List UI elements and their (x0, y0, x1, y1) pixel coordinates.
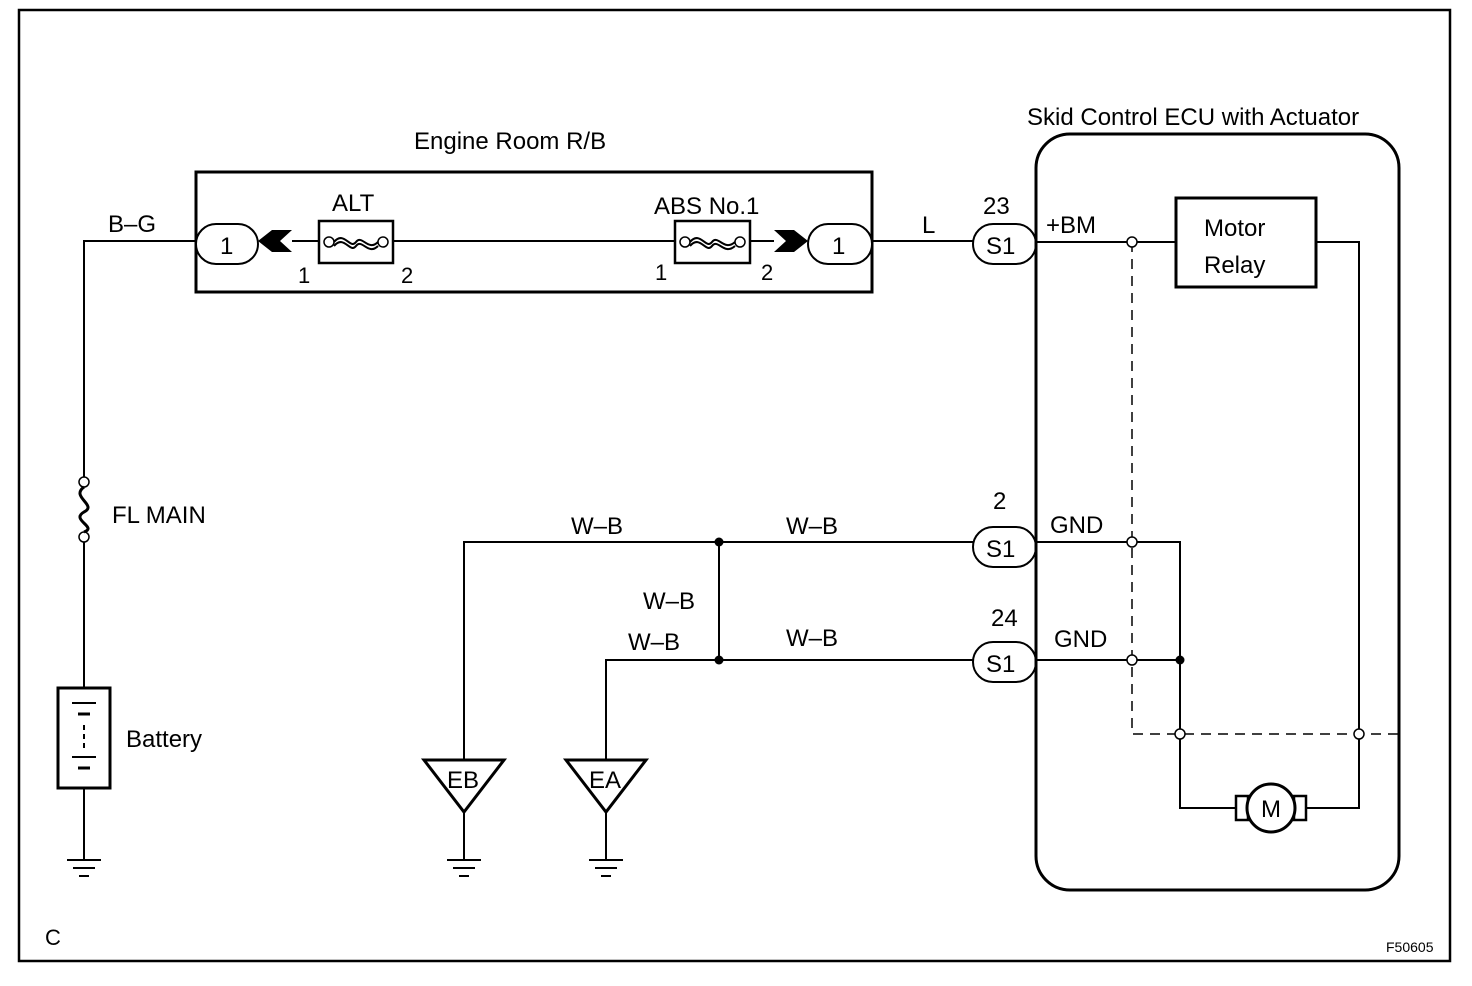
wire-label-wb-eb: W–B (571, 513, 623, 540)
terminal-node (1126, 236, 1138, 248)
alt-fuse-pin-2: 2 (401, 263, 413, 288)
eb-ground-label: EB (447, 767, 479, 794)
ground-icon (589, 859, 623, 877)
relay-block-title: Engine Room R/B (414, 128, 606, 155)
battery-icon (56, 686, 112, 790)
ea-ground-point-icon (562, 758, 650, 815)
s1-gnd2-connector-label: S1 (986, 651, 1015, 678)
ground-icon (447, 859, 481, 877)
alt-fuse-icon (317, 219, 395, 265)
ground-wires (463, 541, 973, 860)
alt-fuse-label: ALT (332, 190, 375, 217)
wire-label-wb-vertical: W–B (643, 588, 695, 615)
battery-label: Battery (126, 726, 202, 753)
abs-fuse-label: ABS No.1 (654, 193, 759, 220)
s1-gnd1-connector-label: S1 (986, 536, 1015, 563)
s1-gnd1-pin: 2 (993, 488, 1006, 515)
terminal-bm: +BM (1046, 212, 1096, 239)
abs-fuse-pin-2: 2 (761, 260, 773, 285)
s1-gnd2-pin: 24 (991, 605, 1018, 632)
motor-relay-label-1: Motor (1204, 215, 1265, 242)
rb-right-arrow-icon (774, 230, 808, 252)
wire-label-wb-top: W–B (786, 513, 838, 540)
wire-label-l: L (922, 212, 935, 239)
terminal-node (1126, 654, 1138, 666)
engine-room-rb-box (194, 170, 874, 294)
splice-dot (714, 537, 724, 547)
corner-letter: C (45, 925, 61, 950)
rb-right-connector-pin: 1 (832, 233, 845, 260)
ground-icon (67, 859, 101, 877)
splice-dot (1175, 655, 1185, 665)
terminal-gnd-2: GND (1054, 626, 1107, 653)
fl-main-fuse-icon (78, 476, 90, 543)
wire-label-wb-ea: W–B (628, 629, 680, 656)
terminal-node (1126, 536, 1138, 548)
s1-bm-pin: 23 (983, 193, 1010, 220)
motor-label: M (1261, 796, 1281, 823)
motor-icon: M (1234, 782, 1308, 834)
abs-fuse-pin-1: 1 (655, 260, 667, 285)
alt-fuse-pin-1: 1 (298, 263, 310, 288)
diagram-frame (17, 8, 1452, 963)
terminal-node (1174, 728, 1186, 740)
terminal-gnd-1: GND (1050, 512, 1103, 539)
figure-code: F50605 (1386, 939, 1434, 955)
rb-left-arrow-icon (258, 230, 292, 252)
ecu-dashed-boundary (1131, 242, 1399, 735)
terminal-node (1353, 728, 1365, 740)
ecu-box (1034, 132, 1401, 892)
rb-left-connector-pin: 1 (220, 233, 233, 260)
eb-ground-point-icon (420, 758, 508, 815)
wire-label-b-g: B–G (108, 211, 156, 238)
rb-left-connector (195, 223, 259, 265)
motor-relay-box (1174, 196, 1318, 289)
abs-fuse-icon (673, 219, 752, 265)
rb-right-connector (807, 223, 873, 265)
fl-main-label: FL MAIN (112, 502, 206, 529)
splice-dot (714, 655, 724, 665)
wire-label-wb-bottom: W–B (786, 625, 838, 652)
ecu-internal-wires (1036, 241, 1360, 809)
ea-ground-label: EA (589, 767, 621, 794)
motor-relay-label-2: Relay (1204, 252, 1265, 279)
ecu-title: Skid Control ECU with Actuator (1027, 104, 1359, 131)
s1-bm-connector-label: S1 (986, 233, 1015, 260)
battery-feed-wire (83, 240, 196, 860)
